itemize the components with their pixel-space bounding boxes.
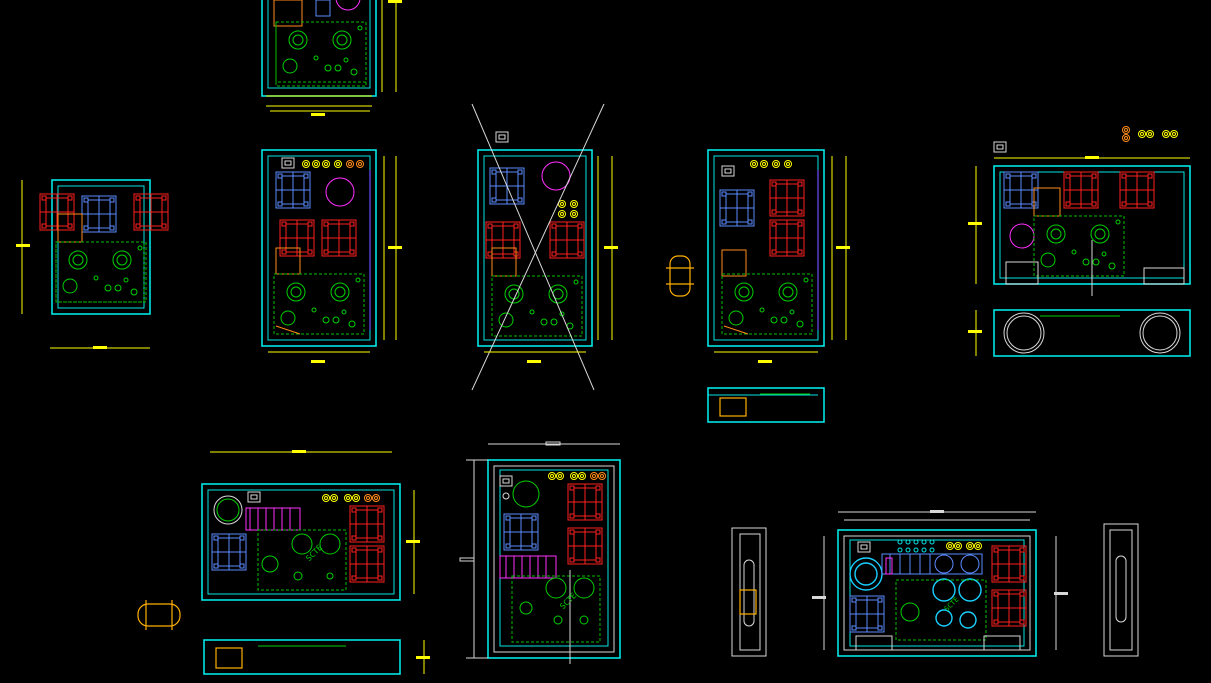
enclosure-view-left-plan: [16, 179, 169, 349]
enclosure-view-landscape-1: [137, 450, 430, 675]
enclosure-view-plan-1: [261, 149, 402, 363]
enclosure-view-right-plan: [968, 126, 1191, 357]
pcb-marking-2: SCTE: [558, 591, 578, 611]
pcb-marking-3: SCTE: [943, 595, 961, 613]
enclosure-view-portrait-2: [459, 441, 621, 664]
pcb-marking-1: SCTE: [304, 543, 324, 563]
enclosure-view-plan-2: [666, 149, 850, 423]
enclosure-view-plan-crossed: [471, 103, 618, 391]
enclosure-view-top-partial: [261, 0, 402, 116]
enclosure-view-detail: [731, 510, 1139, 657]
